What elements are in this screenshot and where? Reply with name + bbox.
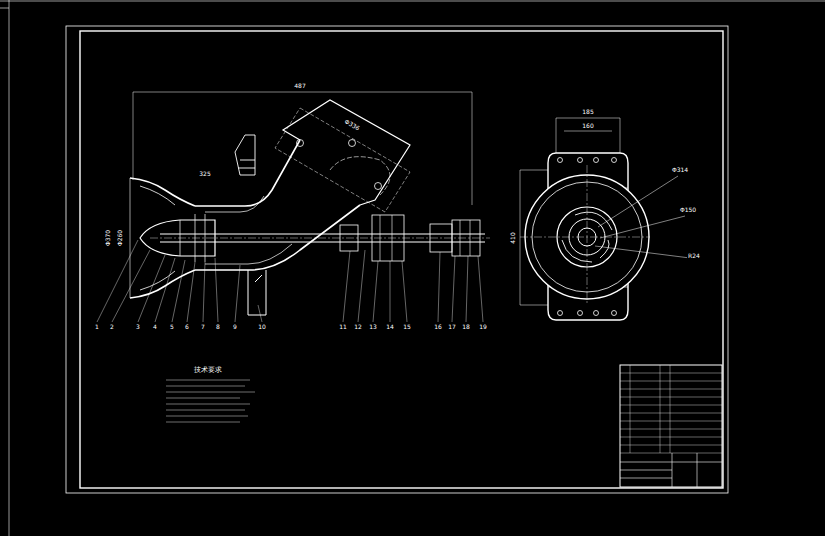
callout-number: 15 xyxy=(402,324,412,330)
dimension-text: 325 xyxy=(198,171,211,177)
callout-number: 4 xyxy=(152,324,158,330)
callout-number: 2 xyxy=(109,324,115,330)
callout-number: 6 xyxy=(184,324,190,330)
dimension-text: 410 xyxy=(510,231,516,244)
callout-number: 16 xyxy=(433,324,443,330)
dimension-text: Φ314 xyxy=(671,167,689,173)
callout-number: 3 xyxy=(135,324,141,330)
callout-number: 1 xyxy=(94,324,100,330)
dimension-text: Φ150 xyxy=(679,207,697,213)
dimension-text: 185 xyxy=(581,109,594,115)
callout-number: 12 xyxy=(353,324,363,330)
dimension-text: Φ370 xyxy=(105,229,111,247)
dimension-text: R24 xyxy=(687,253,701,259)
dimension-text: 160 xyxy=(581,123,594,129)
callout-number: 19 xyxy=(478,324,488,330)
callout-number: 8 xyxy=(215,324,221,330)
callout-number: 7 xyxy=(200,324,206,330)
callout-number: 18 xyxy=(461,324,471,330)
callout-number: 10 xyxy=(257,324,267,330)
dimension-text: Φ260 xyxy=(117,229,123,247)
dimension-text: 487 xyxy=(293,83,306,89)
dimension-text: Φ336 xyxy=(343,118,362,132)
callout-number: 14 xyxy=(385,324,395,330)
callout-number: 13 xyxy=(368,324,378,330)
callout-number: 5 xyxy=(169,324,175,330)
callout-number: 11 xyxy=(338,324,348,330)
callout-number: 17 xyxy=(447,324,457,330)
callout-number: 9 xyxy=(232,324,238,330)
notes-heading: 技术要求 xyxy=(193,367,223,374)
